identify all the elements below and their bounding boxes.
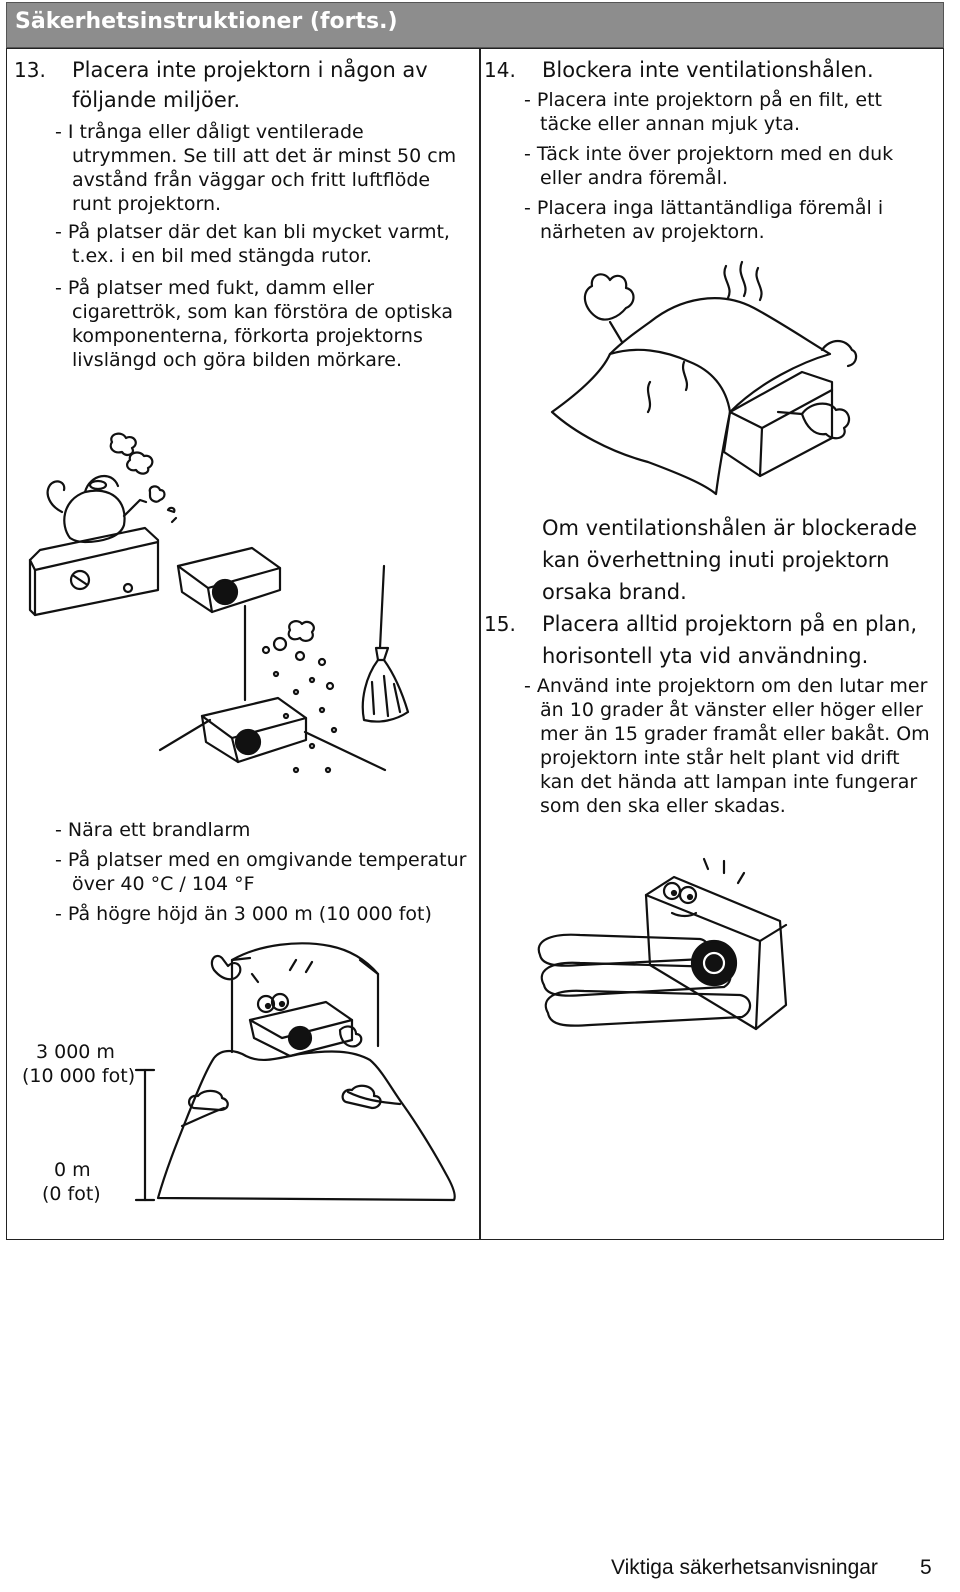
item14-warning-line3: orsaka brand.: [542, 580, 687, 604]
page-number: 5: [920, 1556, 932, 1579]
item14-bullet1-line1: - Placera inte projektorn på en filt, et…: [524, 89, 882, 111]
item15-number: 15.: [484, 612, 516, 636]
item13-bullet6-line1: - På högre höjd än 3 000 m (10 000 fot): [55, 903, 432, 925]
content-frame: [6, 48, 944, 1240]
item13-bullet1-line2: utrymmen. Se till att det är minst 50 cm: [72, 145, 457, 167]
environment-illustration: [28, 432, 410, 774]
item13-bullet1-line1: - I trånga eller dåligt ventilerade: [55, 121, 364, 143]
blanket-illustration: [550, 260, 858, 496]
item13-title-line2: följande miljöer.: [72, 88, 241, 112]
item14-bullet1-line2: täcke eller annan mjuk yta.: [540, 113, 801, 135]
item15-bullet1-line5: kan det hända att lampan inte fungerar: [540, 771, 918, 793]
item13-bullet3-line4: livslängd och göra bilden mörkare.: [72, 349, 402, 371]
item13-bullet4-line1: - Nära ett brandlarm: [55, 819, 251, 841]
item13-bullet1-line3: avstånd från väggar och fritt luftflöde: [72, 169, 431, 191]
item13-number: 13.: [14, 58, 46, 82]
footer-section-title: Viktiga säkerhetsanvisningar: [611, 1556, 878, 1579]
item15-title-line2: horisontell yta vid användning.: [542, 644, 869, 668]
item13-bullet3-line3: komponenterna, förkorta projektorns: [72, 325, 423, 347]
tilted-projector-illustration: [537, 857, 788, 1031]
item15-bullet1-line3: mer än 15 grader framåt eller bakåt. Om: [540, 723, 930, 745]
item13-bullet2-line1: - På platser där det kan bli mycket varm…: [55, 221, 450, 243]
item15-bullet1-line2: än 10 grader åt vänster eller höger elle…: [540, 699, 923, 721]
altitude-top-line2: (10 000 fot): [22, 1065, 136, 1087]
item14-number: 14.: [484, 58, 516, 82]
item13-bullet5-line1: - På platser med en omgivande temperatur: [55, 849, 467, 871]
item14-bullet3-line1: - Placera inga lättantändliga föremål i: [524, 197, 884, 219]
item13-bullet1-line4: runt projektorn.: [72, 193, 222, 215]
altitude-top-line1: 3 000 m: [36, 1041, 115, 1063]
item13-bullet5-line2: över 40 °C / 104 °F: [72, 873, 255, 895]
altitude-bottom-line1: 0 m: [54, 1159, 91, 1181]
page-title: Säkerhetsinstruktioner (forts.): [15, 9, 398, 34]
item14-bullet2-line1: - Täck inte över projektorn med en duk: [524, 143, 894, 165]
item15-title-line1: Placera alltid projektorn på en plan,: [542, 612, 918, 636]
item15-bullet1-line1: - Använd inte projektorn om den lutar me…: [524, 675, 928, 697]
item14-warning-line1: Om ventilationshålen är blockerade: [542, 516, 917, 540]
item14-title: Blockera inte ventilationshålen.: [542, 58, 874, 82]
item13-bullet3-line1: - På platser med fukt, damm eller: [55, 277, 375, 299]
item13-title-line1: Placera inte projektorn i någon av: [72, 58, 428, 82]
header-bar: Säkerhetsinstruktioner (forts.): [6, 2, 944, 48]
item13-bullet3-line2: cigarettrök, som kan förstöra de optiska: [72, 301, 453, 323]
item14-bullet2-line2: eller andra föremål.: [540, 167, 728, 189]
item15-bullet1-line4: projektorn inte står helt plant vid drif…: [540, 747, 900, 769]
item15-bullet1-line6: som den ska eller skadas.: [540, 795, 786, 817]
column-divider: [479, 48, 481, 1240]
item13-bullet2-line2: t.ex. i en bil med stängda rutor.: [72, 245, 373, 267]
item14-bullet3-line2: närheten av projektorn.: [540, 221, 765, 243]
altitude-illustration: [134, 942, 456, 1202]
item14-warning-line2: kan överhettning inuti projektorn: [542, 548, 890, 572]
altitude-bottom-line2: (0 fot): [42, 1183, 101, 1205]
